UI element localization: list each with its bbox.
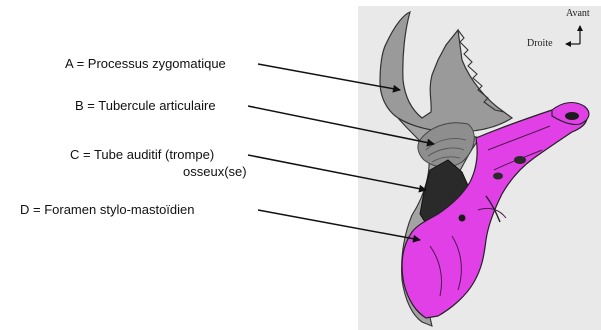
label-c-line1: C = Tube auditif (trompe) [70, 147, 214, 162]
orientation-front-label: Avant [566, 8, 590, 19]
label-b: B = Tubercule articulaire [75, 98, 216, 113]
foramen-carotid [493, 173, 503, 180]
orientation-right-label: Droite [527, 38, 553, 49]
foramen-jugular [514, 156, 526, 164]
stylomastoid-foramen [459, 215, 466, 222]
label-a: A = Processus zygomatique [65, 56, 226, 71]
apex-dark-spot [565, 112, 579, 120]
label-d: D = Foramen stylo-mastoïdien [20, 202, 194, 217]
label-c-line2: osseux(se) [183, 164, 247, 179]
